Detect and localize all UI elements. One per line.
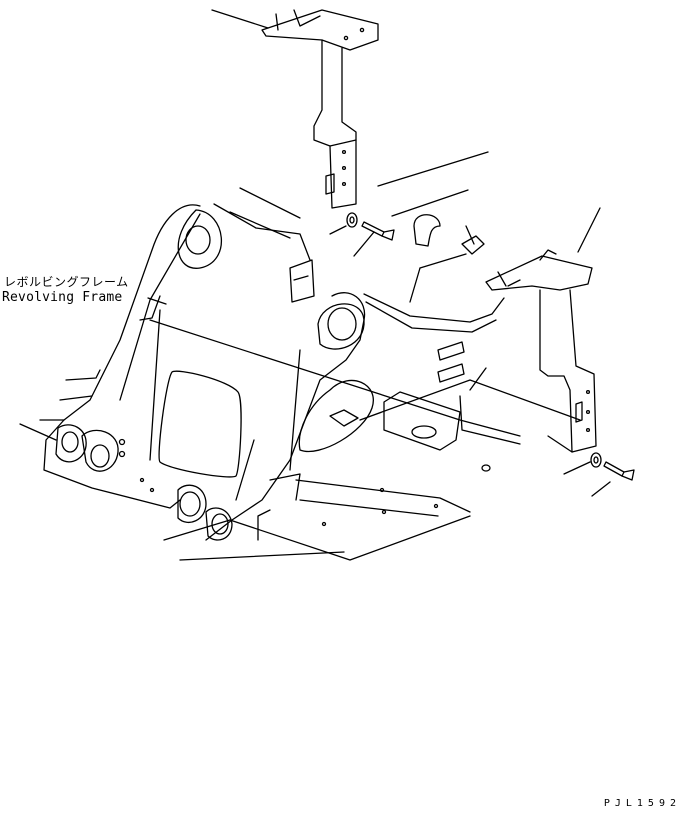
revolving-frame-label-japanese: レボルビングフレーム: [4, 275, 129, 289]
upper-bracket-right: [462, 236, 596, 452]
washer-and-bolt-upper: [347, 213, 394, 240]
revolving-frame: [20, 204, 580, 560]
washer-and-bolt-lower: [591, 453, 634, 480]
revolving-frame-label-english: Revolving Frame: [2, 290, 123, 305]
drawing-reference-code: PJL1592: [603, 798, 681, 809]
mounting-pads: [290, 215, 464, 382]
upper-bracket-left: [262, 10, 378, 208]
leader-lines: [148, 10, 610, 496]
